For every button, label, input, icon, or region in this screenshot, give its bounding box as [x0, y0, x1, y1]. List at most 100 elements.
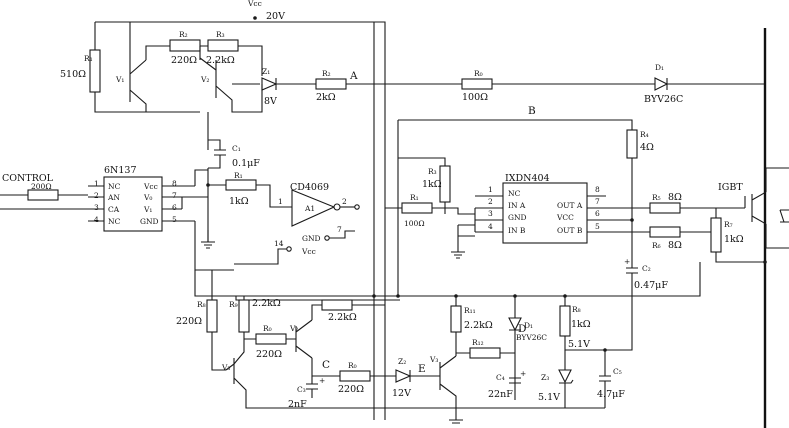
r12-value: 2.2kΩ [328, 312, 357, 323]
r15-value: 100Ω [404, 219, 425, 228]
r3-value: 2.2kΩ [206, 55, 235, 66]
c-top-value: 0.1μF [232, 158, 260, 169]
driver-pin-l2: IN A [508, 201, 526, 210]
r6-name: R₆ [652, 241, 661, 250]
junction [206, 183, 210, 187]
driver-num-l2: 2 [488, 197, 493, 206]
r11b-name: R₁₂ [472, 338, 484, 347]
driver-num-l1: 1 [488, 185, 493, 194]
c3-value: 2nF [288, 399, 307, 410]
r5-r6-wires [680, 207, 765, 263]
zener-top-value: 8V [264, 96, 277, 107]
r10b-value: 220Ω [338, 384, 364, 395]
opto-pin-r4: GND [140, 217, 159, 226]
r2-r3-wires [163, 45, 263, 76]
driver-num-l4: 4 [488, 222, 493, 231]
r12-body [321, 299, 353, 311]
zener-12v-name: Z₂ [398, 357, 406, 366]
r10-body [27, 189, 59, 201]
opto-name: 6N137 [104, 165, 137, 176]
opto-pin-l4: NC [108, 217, 121, 226]
opto-pin-l3: CA [108, 205, 120, 214]
zener-5v1-name: Z₃ [541, 373, 549, 382]
inverter-gnd-label: GND [302, 234, 321, 243]
c3-name: C₃ [297, 385, 306, 394]
driver-num-r4: 5 [595, 222, 600, 231]
node-e-label: E [418, 363, 426, 375]
v3-body [225, 358, 460, 409]
r11-name: R₁₁ [464, 306, 476, 315]
driver-ixdn404 [502, 182, 588, 244]
r4-value: 4Ω [640, 142, 654, 153]
driver-num-r1: 8 [595, 185, 600, 194]
r8-value: 220Ω [176, 316, 202, 327]
opto-num-r3: 6 [172, 203, 177, 212]
r5-name: R₅ [652, 193, 661, 202]
inverter-out-node [354, 204, 360, 210]
r17-value: 1kΩ [422, 179, 442, 190]
opto-num-r1: 8 [172, 179, 177, 188]
node-b-line [398, 119, 633, 130]
inverter-gnd-wire [329, 230, 355, 239]
vcc-top-node [253, 16, 257, 20]
node-5v1-label: 5.1V [568, 339, 590, 350]
r9-name: R₉ [229, 300, 238, 309]
r13-value: 1kΩ [229, 196, 249, 207]
inverter-cd4069 [291, 189, 336, 227]
d1-top-symbol [654, 77, 765, 91]
node-b-label: B [528, 105, 536, 117]
d1-lower-name: D₁ [524, 321, 533, 330]
driver-right-leads [587, 195, 650, 233]
r11-body [450, 305, 462, 333]
r7-value: 1kΩ [724, 234, 744, 245]
igbt-diode [779, 209, 789, 223]
v-mid-label: V₂ [289, 324, 298, 333]
r17-name: R₃ [428, 167, 437, 176]
vcc-rail [95, 21, 386, 420]
inverter-name: CD4069 [290, 182, 329, 193]
igbt-terminals [765, 167, 789, 249]
zener-5v1-symbol [558, 350, 574, 408]
opto-num-r4: 5 [172, 215, 177, 224]
r14-value: 1kΩ [571, 319, 591, 330]
opto-num-l1: 1 [94, 179, 99, 188]
r9-value: 2.2kΩ [252, 298, 281, 309]
r1-value: 510Ω [60, 69, 86, 80]
c4-plus: + [520, 369, 526, 378]
node-d-label: D [518, 323, 526, 335]
junction [454, 294, 458, 298]
v1-right-label: V₂ [200, 75, 209, 84]
c4-symbol [509, 377, 521, 384]
c4-name: C₄ [496, 373, 505, 382]
opto-pin-l2: AN [107, 193, 120, 202]
r8-body [206, 299, 218, 333]
r10b-body [339, 370, 371, 382]
r10b-name: R₀ [348, 361, 357, 370]
driver-num-l3: 3 [488, 209, 493, 218]
inverter-vcc-label: Vcc [301, 247, 316, 256]
v1-right-body [199, 46, 263, 113]
driver-left-leads [475, 195, 503, 233]
r2-name: R₂ [179, 30, 188, 39]
r13-name: R₁ [234, 171, 243, 180]
d1-lower-symbol [508, 296, 522, 400]
r5-body [649, 202, 681, 214]
r1-body [89, 49, 101, 93]
v1-top-body [129, 22, 147, 112]
v-right-label: V₃ [429, 355, 438, 364]
junction [630, 218, 634, 222]
driver-gnd-ties [458, 224, 475, 237]
r15-wires [385, 207, 475, 215]
r11-value: 2.2kΩ [464, 320, 493, 331]
d1-lower-part: BYV26C [516, 333, 547, 342]
c-top-symbol [214, 149, 226, 156]
junction [513, 294, 517, 298]
r4-name: R₄ [640, 130, 649, 139]
c5-value: 4.7μF [597, 389, 625, 400]
opto-pin-r1: Vcc [143, 182, 158, 191]
driver-pin-r4: OUT B [557, 226, 583, 235]
r2-value: 220Ω [171, 55, 197, 66]
r15-body [401, 202, 433, 214]
junction [563, 294, 567, 298]
c3-plus: + [319, 376, 325, 385]
